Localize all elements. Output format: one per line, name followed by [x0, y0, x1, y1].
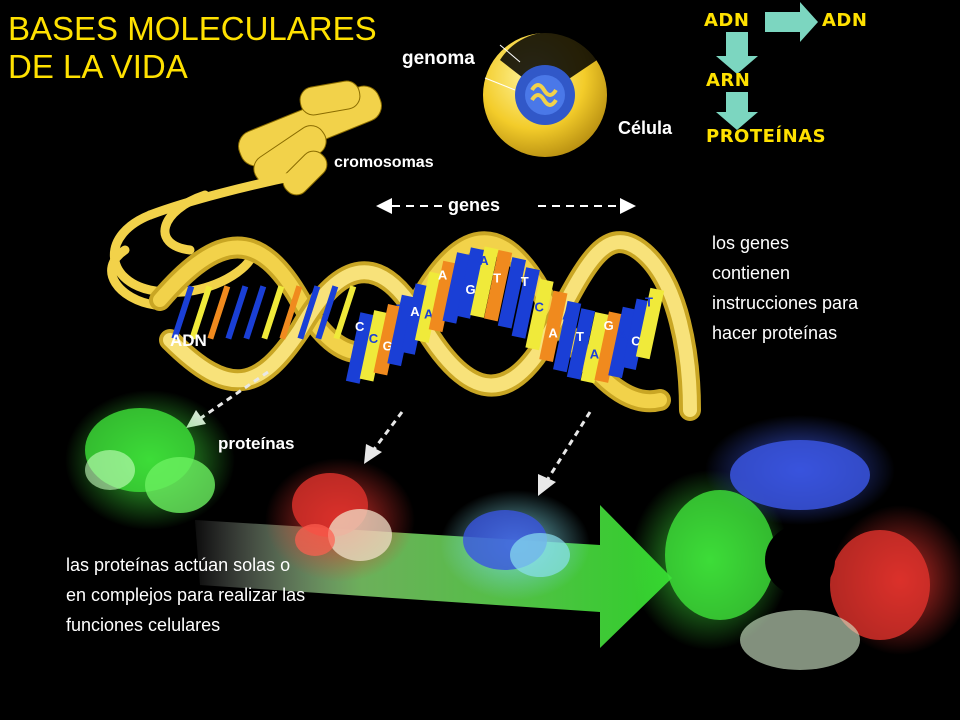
flow-proteinas: PROTEÍNAS: [706, 126, 827, 147]
base-pair-rung: [442, 252, 471, 324]
base-letter: G: [604, 318, 614, 333]
flow-chart-arrows: [716, 2, 818, 130]
chromosome-illustration: [238, 80, 382, 196]
base-pair-rung: [483, 249, 513, 322]
protein-red: [265, 458, 415, 582]
flow-arrow-arn-to-proteinas: [716, 92, 758, 130]
base-pair-rung: [414, 271, 444, 343]
flow-adn-left: ADN: [704, 10, 750, 31]
base-pair-rung: [622, 298, 651, 370]
base-pair-rung: [297, 285, 321, 340]
base-letter: T: [521, 274, 529, 289]
title-line-1: BASES MOLECULARES: [8, 10, 377, 47]
genes-description: los genes contienen instrucciones para h…: [712, 233, 859, 343]
flow-arn: ARN: [706, 70, 751, 91]
label-genes: genes: [448, 195, 501, 215]
flow-arrow-adn-to-arn: [716, 32, 758, 74]
base-pair-rung: [171, 285, 195, 340]
base-pair-rung: [373, 304, 402, 376]
base-letter: T: [507, 292, 515, 307]
base-letter: A: [479, 253, 489, 268]
base-pair-rung: [428, 260, 457, 333]
flow-arrow-adn-to-adn: [765, 2, 818, 42]
base-letter: T: [396, 301, 404, 316]
protein-blue: [440, 490, 590, 600]
label-celula: Célula: [618, 118, 673, 138]
base-letter: A: [617, 327, 627, 342]
base-letter: A: [410, 304, 420, 319]
base-letter: A: [548, 325, 558, 340]
title-line-2: DE LA VIDA: [8, 48, 188, 85]
base-letter: G: [465, 282, 475, 297]
label-cromosomas: cromosomas: [334, 154, 434, 171]
base-pair-rung: [359, 310, 388, 382]
base-letter: A: [438, 267, 448, 282]
base-pair-rung: [470, 246, 499, 318]
base-pair-rung: [539, 290, 568, 362]
base-pair-rung: [333, 285, 357, 340]
label-genoma: genoma: [402, 48, 475, 69]
base-pair-rung: [594, 311, 623, 383]
base-pair-rung: [525, 278, 554, 351]
base-pair-rung: [635, 287, 665, 360]
base-pair-rung: [566, 308, 596, 380]
label-proteinas: proteínas: [218, 434, 295, 453]
base-letter: G: [383, 339, 393, 354]
base-letter: T: [576, 329, 584, 344]
base-letter: A: [452, 273, 462, 288]
base-pair-rung: [243, 285, 267, 340]
base-pair-rung: [189, 285, 213, 340]
label-adn: ADN: [170, 331, 207, 350]
base-pair-rung: [580, 311, 609, 384]
page-title: BASES MOLECULARES DE LA VIDA: [8, 10, 377, 86]
base-pair-rung: [315, 285, 339, 340]
base-letter: T: [493, 271, 501, 286]
base-letter: A: [424, 306, 434, 321]
base-pair-rung: [387, 294, 416, 367]
base-pair-rung: [225, 285, 249, 340]
base-pair-rung: [401, 283, 430, 355]
base-letter: C: [631, 333, 641, 348]
base-pair-rung: [497, 257, 527, 329]
protein-green: [65, 390, 235, 530]
base-letter: A: [562, 308, 572, 323]
cell-illustration: [483, 32, 607, 157]
base-pair-rung: [261, 285, 285, 340]
base-letter: C: [369, 331, 379, 346]
base-pair-rung: [345, 312, 375, 384]
base-pair-rung: [456, 247, 485, 319]
base-letter: T: [645, 295, 653, 310]
base-letter: C: [355, 319, 365, 334]
proteins-description: las proteínas actúan solas o en complejo…: [66, 555, 306, 635]
base-pair-rung: [608, 306, 637, 379]
base-pair-rung: [279, 285, 303, 340]
base-pair-rung: [553, 300, 582, 373]
flow-adn-right: ADN: [822, 10, 868, 31]
base-pair-rung: [207, 285, 231, 340]
chromatin-coil: [107, 170, 305, 310]
base-letter: A: [590, 347, 600, 362]
protein-complex: [630, 415, 960, 670]
genes-range-arrow: [376, 198, 636, 214]
base-letter: C: [535, 300, 545, 315]
base-pair-rung: [511, 267, 540, 339]
